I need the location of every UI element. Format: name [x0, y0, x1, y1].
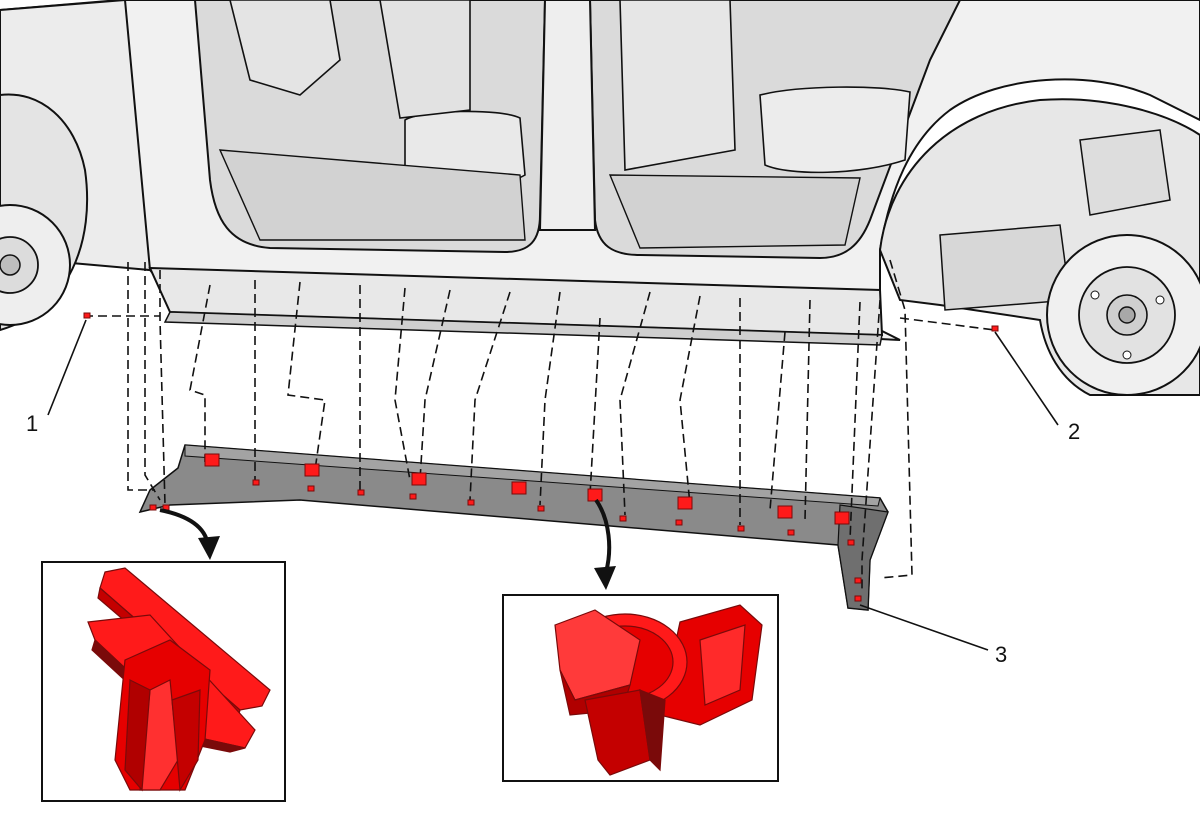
down-arrow-icon — [159, 508, 220, 560]
retainer-marker — [304, 463, 320, 477]
callout-3-label: 3 — [995, 642, 1008, 667]
retainer-dot — [847, 539, 855, 546]
retainer-dot — [357, 489, 365, 496]
push-pin-retainer-icon — [87, 567, 271, 792]
panel-retainers — [83, 312, 999, 602]
retainer-marker — [411, 472, 427, 486]
b-pillar — [538, 0, 597, 231]
callout-1-leader — [47, 319, 87, 416]
callout-1-label: 1 — [26, 411, 39, 436]
body-sill — [148, 266, 884, 346]
steering-area — [229, 0, 341, 96]
callout-2-label: 2 — [1068, 419, 1081, 444]
sill-lower-lip — [163, 311, 883, 346]
retainer-dot — [149, 504, 157, 511]
retainer-dot — [854, 577, 862, 584]
rear-seat-cushion — [759, 86, 911, 174]
fastener-1-dot — [83, 312, 91, 319]
rear-bracket — [1079, 129, 1171, 216]
rear-floor — [608, 174, 861, 249]
retainer-dot — [467, 499, 475, 506]
rear-seat-back — [619, 0, 736, 171]
front-seat-back — [379, 0, 471, 119]
down-arrow-icon — [594, 498, 616, 590]
fastener-2-dot — [991, 325, 999, 332]
retainer-marker — [834, 511, 850, 525]
floor-pan — [218, 149, 526, 241]
retainer-dot — [787, 529, 795, 536]
retainer-marker — [677, 496, 693, 510]
retainer-dot — [537, 505, 545, 512]
alignment-guide-lines — [84, 259, 996, 590]
retainer-dot — [737, 525, 745, 532]
callout-3-leader — [859, 604, 989, 651]
retainer-marker — [204, 453, 220, 467]
retainer-marker — [511, 481, 527, 495]
retainer-marker — [777, 505, 793, 519]
callout-2-leader — [994, 331, 1059, 426]
callout-leaders — [47, 319, 1059, 651]
rocker-panel-top-edge — [184, 444, 881, 507]
panel-clip-retainer-icon — [554, 604, 763, 776]
left-wheel-icon — [0, 93, 89, 332]
retainer-dot — [409, 493, 417, 500]
retainer-dot — [619, 515, 627, 522]
retainer-dot — [854, 595, 862, 602]
retainer-marker — [587, 488, 603, 502]
retainer-dot — [675, 519, 683, 526]
right-wheel-icon — [1046, 234, 1200, 396]
retainer-dot — [252, 479, 260, 486]
retainer-dot — [307, 485, 315, 492]
